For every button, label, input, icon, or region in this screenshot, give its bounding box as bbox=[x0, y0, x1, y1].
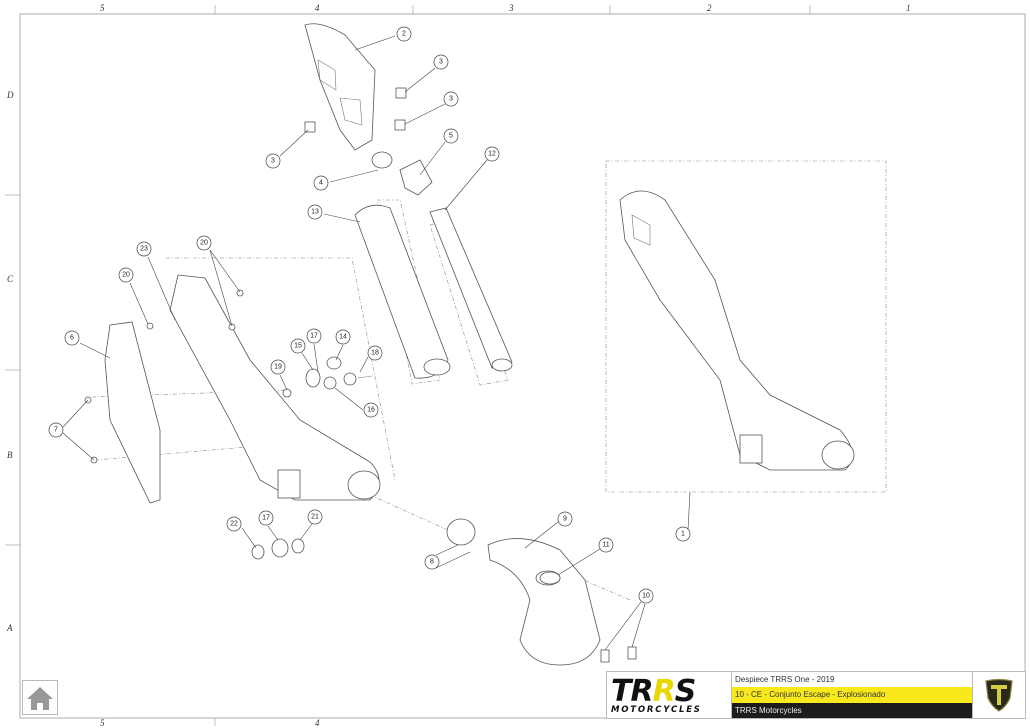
callout-9: 9 bbox=[557, 511, 573, 527]
callout-5: 5 bbox=[443, 128, 459, 144]
callout-11: 11 bbox=[598, 537, 614, 553]
small-hardware bbox=[84, 289, 373, 560]
callout-7: 7 bbox=[48, 422, 64, 438]
callout-17: 17 bbox=[258, 510, 274, 526]
svg-text:10: 10 bbox=[642, 593, 650, 600]
callout-12: 12 bbox=[484, 146, 500, 162]
zone-col-label: 2 bbox=[707, 3, 712, 13]
silencer-cover-part-2 bbox=[304, 23, 376, 151]
zone-col-label: 3 bbox=[508, 3, 514, 13]
svg-text:19: 19 bbox=[274, 364, 282, 371]
zone-row-label: D bbox=[6, 90, 14, 100]
callout-20: 20 bbox=[196, 235, 212, 251]
clips-part-3 bbox=[304, 87, 407, 133]
packing-part-13 bbox=[354, 204, 449, 379]
svg-text:17: 17 bbox=[310, 333, 318, 340]
company-name: TRRS Motorcycles bbox=[732, 702, 972, 718]
svg-text:22: 22 bbox=[230, 521, 238, 528]
svg-text:1: 1 bbox=[681, 531, 685, 538]
gasket-part-11 bbox=[539, 571, 561, 585]
gasket-part-8 bbox=[446, 518, 476, 546]
assembly-box bbox=[605, 160, 887, 493]
tube-part-12 bbox=[429, 207, 513, 369]
callout-23: 23 bbox=[136, 241, 152, 257]
callout-1: 1 bbox=[675, 526, 691, 542]
callout-2: 2 bbox=[396, 26, 412, 42]
svg-text:8: 8 bbox=[430, 559, 434, 566]
shield-icon bbox=[985, 678, 1013, 712]
svg-text:3: 3 bbox=[439, 59, 443, 66]
callout-22: 22 bbox=[226, 516, 242, 532]
zone-col-label: 4 bbox=[315, 3, 320, 13]
coupling-part-5 bbox=[399, 159, 433, 196]
tube-end bbox=[491, 358, 513, 372]
home-button[interactable] bbox=[22, 680, 58, 715]
callout-3: 3 bbox=[443, 91, 459, 107]
drawing-frame bbox=[19, 13, 1026, 719]
svg-text:4: 4 bbox=[319, 180, 323, 187]
trrs-logo: TRRS MOTORCYCLES bbox=[611, 674, 702, 715]
drawing-title: Despiece TRRS One - 2019 bbox=[735, 675, 835, 684]
packing-end bbox=[423, 358, 451, 376]
trrs-shield-logo bbox=[972, 672, 1025, 718]
silencer-body-part-23 bbox=[169, 274, 381, 501]
zone-row-label: C bbox=[7, 274, 14, 284]
svg-text:3: 3 bbox=[271, 158, 275, 165]
svg-text:2: 2 bbox=[402, 31, 406, 38]
svg-text:18: 18 bbox=[371, 350, 379, 357]
bolts-part-10 bbox=[600, 646, 637, 663]
zone-col-label: 4 bbox=[315, 718, 320, 728]
callout-20: 20 bbox=[118, 267, 134, 283]
svg-text:17: 17 bbox=[262, 515, 270, 522]
zone-row-label: A bbox=[6, 623, 13, 633]
callout-4: 4 bbox=[313, 175, 329, 191]
silencer-assembly-part-1 bbox=[619, 190, 855, 471]
callout-6: 6 bbox=[64, 330, 80, 346]
zone-col-label: 1 bbox=[906, 3, 911, 13]
svg-text:20: 20 bbox=[200, 240, 208, 247]
zone-dividers bbox=[5, 5, 811, 726]
callout-14: 14 bbox=[335, 329, 351, 345]
svg-text:11: 11 bbox=[602, 542, 609, 549]
svg-text:21: 21 bbox=[311, 514, 319, 521]
callout-19: 19 bbox=[270, 359, 286, 375]
svg-text:3: 3 bbox=[449, 96, 453, 103]
title-text: Despiece TRRS One - 2019 10 - CE - Conju… bbox=[731, 672, 972, 718]
drawing-subtitle: 10 - CE - Conjunto Escape - Explosionado bbox=[732, 687, 972, 703]
svg-text:20: 20 bbox=[122, 272, 130, 279]
svg-text:6: 6 bbox=[70, 335, 74, 342]
svg-text:12: 12 bbox=[488, 151, 496, 158]
callout-8: 8 bbox=[424, 554, 440, 570]
callout-17: 17 bbox=[306, 328, 322, 344]
zone-col-label: 5 bbox=[100, 3, 105, 13]
callout-15: 15 bbox=[290, 338, 306, 354]
callout-18: 18 bbox=[367, 345, 383, 361]
zone-row-label: B bbox=[7, 450, 13, 460]
svg-text:23: 23 bbox=[140, 246, 148, 253]
svg-text:13: 13 bbox=[311, 209, 319, 216]
home-icon bbox=[27, 686, 53, 710]
svg-text:16: 16 bbox=[367, 407, 375, 414]
svg-text:7: 7 bbox=[54, 427, 58, 434]
callout-3: 3 bbox=[265, 153, 281, 169]
svg-text:5: 5 bbox=[449, 133, 453, 140]
callout-13: 13 bbox=[307, 204, 323, 220]
svg-text:14: 14 bbox=[339, 334, 347, 341]
header-pipe-part-9 bbox=[487, 538, 601, 666]
svg-text:15: 15 bbox=[294, 343, 302, 350]
svg-text:9: 9 bbox=[563, 516, 567, 523]
leader-lines bbox=[62, 35, 691, 651]
callout-21: 21 bbox=[307, 509, 323, 525]
title-block: TRRS MOTORCYCLES Despiece TRRS One - 201… bbox=[606, 671, 1026, 719]
callout-10: 10 bbox=[638, 588, 654, 604]
zone-col-label: 5 bbox=[100, 718, 105, 728]
ring-part-4 bbox=[371, 151, 393, 169]
side-cover-part-6 bbox=[104, 321, 161, 504]
assembly-outline bbox=[166, 257, 396, 481]
callout-16: 16 bbox=[363, 402, 379, 418]
callout-3: 3 bbox=[433, 54, 449, 70]
